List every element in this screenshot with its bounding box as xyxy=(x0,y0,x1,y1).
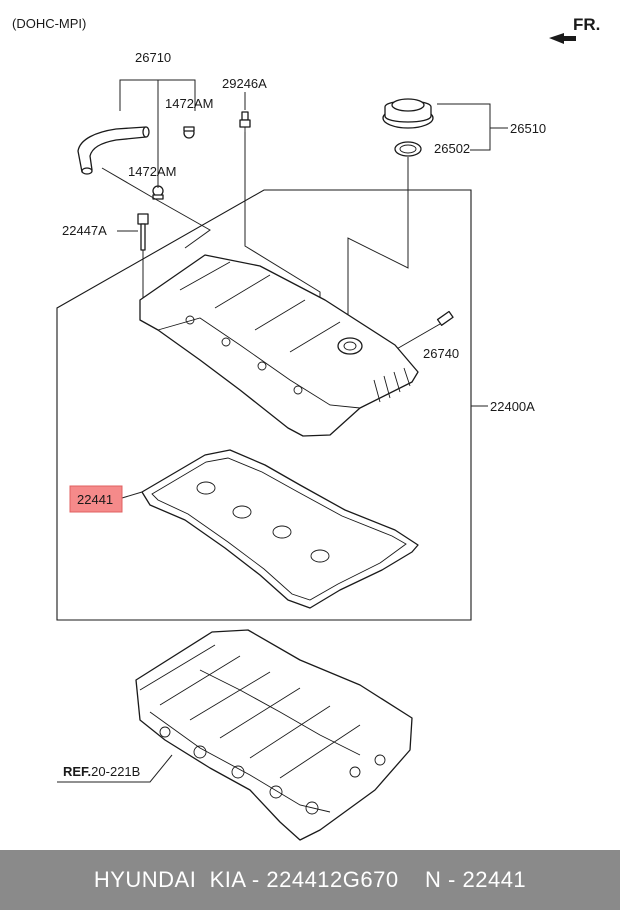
cylinder-head xyxy=(135,629,413,841)
gasket-highlight-box xyxy=(69,485,123,513)
assembly-box-outline xyxy=(56,189,472,621)
cap-seal-part-label: 26502 xyxy=(434,141,470,156)
footer-spacer xyxy=(399,867,425,893)
gasket-leader xyxy=(121,491,143,499)
pcv-valve xyxy=(239,111,251,132)
engine-variant-label: (DOHC-MPI) xyxy=(12,16,86,31)
hose-callout-bracket xyxy=(119,79,196,188)
oil-cap-part-label: 26510 xyxy=(510,121,546,136)
reference-label: REF.20-221B xyxy=(63,764,140,779)
cylinder-head-cover xyxy=(139,254,419,437)
front-direction-label: FR. xyxy=(573,15,600,34)
bolt-leader xyxy=(117,230,144,298)
footer-brand-part-text: HYUNDAI KIA - 224412G670 xyxy=(93,867,399,892)
clamp-upper-part-label: 1472AM xyxy=(165,96,213,111)
pcv-valve-part-label: 29246A xyxy=(222,76,267,91)
bolt-part-label: 22447A xyxy=(62,223,107,238)
hose-clamp-upper xyxy=(183,126,195,139)
clamp-lower-part-label: 1472AM xyxy=(128,164,176,179)
gasket-part-label: 22441 xyxy=(77,492,113,507)
oil-filler-cap xyxy=(382,98,434,129)
cover-gasket xyxy=(141,449,419,609)
oil-cap-seal xyxy=(394,141,422,157)
breather-hose xyxy=(77,126,150,175)
front-arrow-icon xyxy=(549,33,576,44)
hose-to-cover-leader xyxy=(101,167,211,249)
reference-number: 20-221B xyxy=(91,764,140,779)
parts-diagram: (DOHC-MPI) FR. 26710 1472AM 1472AM 29246… xyxy=(12,15,600,841)
cover-assy-part-label: 22400A xyxy=(490,399,535,414)
footer-part-number-text: N - 22441 xyxy=(425,867,527,892)
reference-leader xyxy=(57,754,173,783)
hose-part-label: 26710 xyxy=(135,50,171,65)
cover-bolt xyxy=(137,213,149,251)
pipe-part-label: 26740 xyxy=(423,346,459,361)
footer-bar: HYUNDAI KIA - 224412G670 N - 22441 xyxy=(0,850,620,910)
reference-prefix: REF. xyxy=(63,764,91,779)
oil-cap-leader xyxy=(347,103,508,340)
hose-clamp-lower xyxy=(152,185,164,200)
